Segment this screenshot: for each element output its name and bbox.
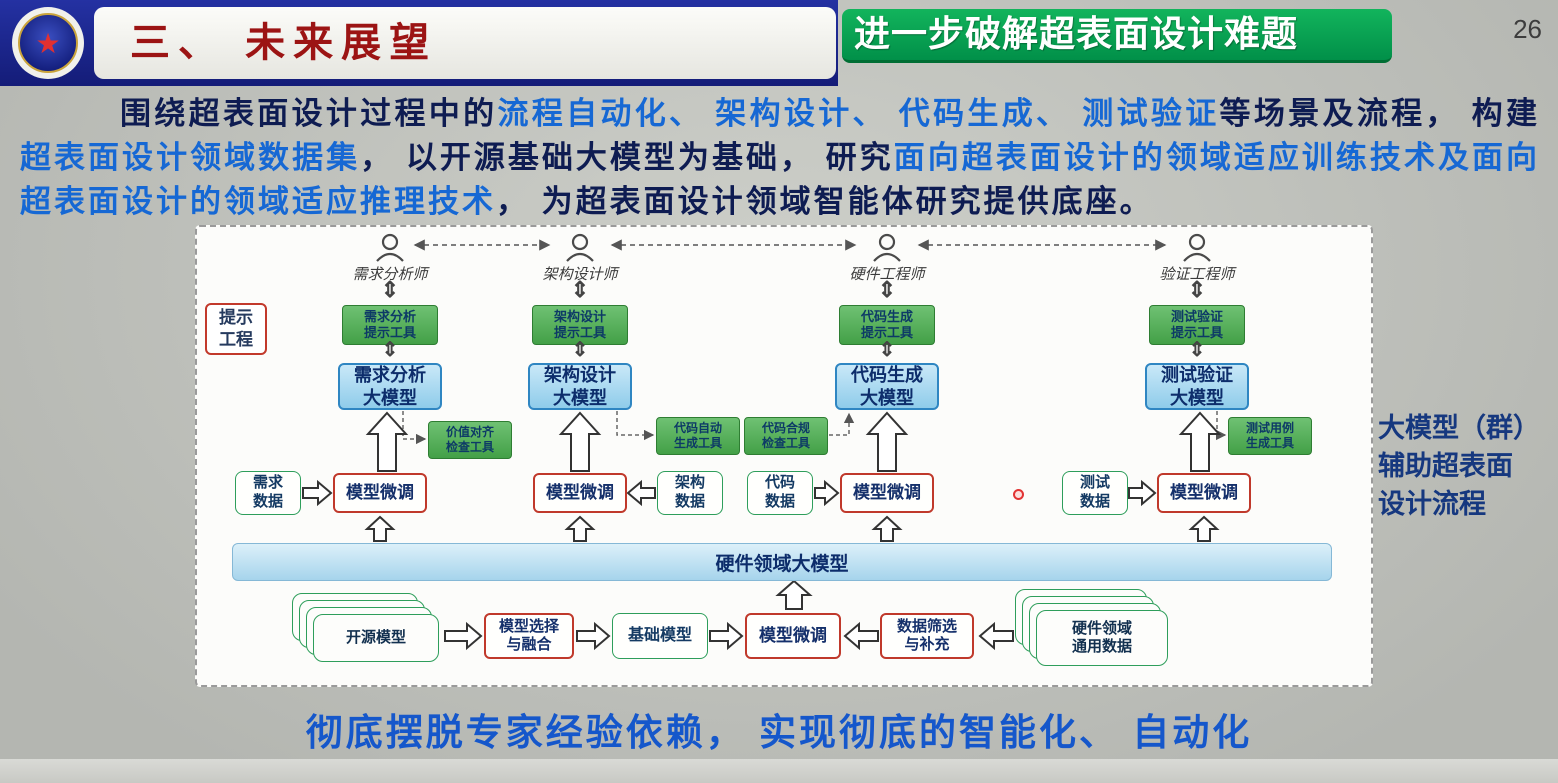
base-model-bar: 硬件领域大模型 [232, 543, 1332, 581]
banner-title: 进一步破解超表面设计难题 [842, 9, 1392, 63]
double-arrow-icon: ⇕ [877, 277, 897, 302]
intro-segment: 超表面设计领域数据集 [20, 140, 361, 176]
person-icons [376, 233, 1211, 262]
prompt-tool-box: 需求分析 提示工具 [342, 305, 438, 345]
data-source-box: 架构 数据 [657, 471, 723, 515]
side-tool-box: 价值对齐 检查工具 [428, 421, 512, 459]
arrow-up-icon [871, 515, 903, 542]
prompt-engineering-label: 提示 工程 [205, 303, 267, 355]
finetune-box: 模型微调 [1157, 473, 1251, 513]
open-models-card: 开源模型 [313, 614, 439, 662]
arrow-right-icon [576, 621, 611, 651]
open-models-stack: 开源模型 [292, 593, 442, 667]
intro-segment: 围绕超表面设计过程中的 [120, 96, 498, 131]
arrow-right-icon [709, 621, 744, 651]
arrow-right-icon [444, 621, 483, 651]
model-box: 架构设计 大模型 [528, 363, 632, 410]
logo-emblem-icon: ★ [18, 13, 78, 73]
bottom-strip [0, 759, 1558, 783]
arrow-up-icon [364, 515, 396, 542]
model-box: 需求分析 大模型 [338, 363, 442, 410]
prompt-tool-box: 代码生成 提示工具 [839, 305, 935, 345]
role-label: 验证工程师 [1159, 264, 1235, 283]
intro-segment: 等场景及流程， 构建 [1219, 96, 1540, 131]
workflow-diagram: 需求分析师 架构设计师 硬件工程师 验证工程师 ⇕ ⇕ ⇕ ⇕ 提示 工程 需求… [195, 225, 1373, 687]
arrow-left-icon [978, 621, 1014, 651]
prompt-tool-box: 测试验证 提示工具 [1149, 305, 1245, 345]
role-label: 架构设计师 [542, 264, 618, 283]
intro-segment: 流程自动化、 架构设计、 代码生成、 测试验证 [497, 96, 1220, 131]
block-arrows [302, 411, 1222, 651]
arrow-up-icon [564, 515, 596, 542]
star-icon: ★ [35, 27, 61, 59]
intro-segment: ， 以开源基础大模型为基础， 研究 [360, 140, 894, 176]
data-source-box: 代码 数据 [747, 471, 813, 515]
intro-segment: ， 为超表面设计领域智能体研究提供底座。 [496, 184, 1154, 220]
arrow-up-icon [1188, 515, 1220, 542]
finetune-box: 模型微调 [840, 473, 934, 513]
arrow-up-icon [365, 411, 409, 472]
data-source-box: 需求 数据 [235, 471, 301, 515]
model-select-box: 模型选择 与融合 [484, 613, 574, 659]
intro-paragraph: 围绕超表面设计过程中的流程自动化、 架构设计、 代码生成、 测试验证等场景及流程… [20, 92, 1540, 224]
side-tool-box: 代码合规 检查工具 [744, 417, 828, 455]
double-arrow-icon: ⇕ [570, 277, 590, 302]
double-arrow-icon: ⇕ [380, 277, 400, 302]
arrow-right-icon [302, 479, 333, 507]
side-tool-box: 测试用例 生成工具 [1228, 417, 1312, 455]
footer-statement: 彻底摆脱专家经验依赖， 实现彻底的智能化、 自动化 [305, 712, 1253, 753]
diagram-connectors [302, 233, 1227, 651]
page-number: 26 [1513, 14, 1542, 44]
pipeline-finetune-box: 模型微调 [745, 613, 841, 659]
hw-data-card: 硬件领域 通用数据 [1036, 610, 1168, 666]
arrow-left-icon [626, 479, 656, 507]
double-arrow-icon: ⇕ [1187, 277, 1207, 302]
double-arrow-icon: ⇕ [1188, 339, 1206, 361]
finetune-box: 模型微调 [333, 473, 427, 513]
arrow-up-icon [1178, 411, 1222, 472]
finetune-box: 模型微调 [533, 473, 627, 513]
arrow-left-icon [843, 621, 879, 651]
model-box: 代码生成 大模型 [835, 363, 939, 410]
arrow-right-icon [814, 479, 840, 507]
role-label: 需求分析师 [352, 264, 428, 283]
arrow-up-icon [558, 411, 602, 472]
arrow-up-icon [865, 411, 909, 472]
hw-data-stack: 硬件领域 通用数据 [1015, 589, 1171, 669]
role-label: 硬件工程师 [849, 264, 925, 283]
laser-pointer-dot [1013, 489, 1024, 500]
base-model-box: 基础模型 [612, 613, 708, 659]
double-arrow-icon: ⇕ [878, 339, 896, 361]
section-title: 三、 未来展望 [94, 7, 836, 79]
model-box: 测试验证 大模型 [1145, 363, 1249, 410]
side-tool-box: 代码自动 生成工具 [656, 417, 740, 455]
arrow-up-icon [775, 579, 813, 610]
double-arrow-icon: ⇕ [381, 339, 399, 361]
data-filter-box: 数据筛选 与补充 [880, 613, 974, 659]
data-source-box: 测试 数据 [1062, 471, 1128, 515]
prompt-tool-box: 架构设计 提示工具 [532, 305, 628, 345]
side-caption: 大模型（群） 辅助超表面 设计流程 [1378, 413, 1540, 519]
arrow-right-icon [1128, 479, 1157, 507]
intro-segment: 面向超表面设计的领域适应训练技术及面向超表面设计的领域适应推理技术 [20, 140, 1540, 220]
logo: ★ [12, 7, 84, 79]
double-arrow-icon: ⇕ [571, 339, 589, 361]
